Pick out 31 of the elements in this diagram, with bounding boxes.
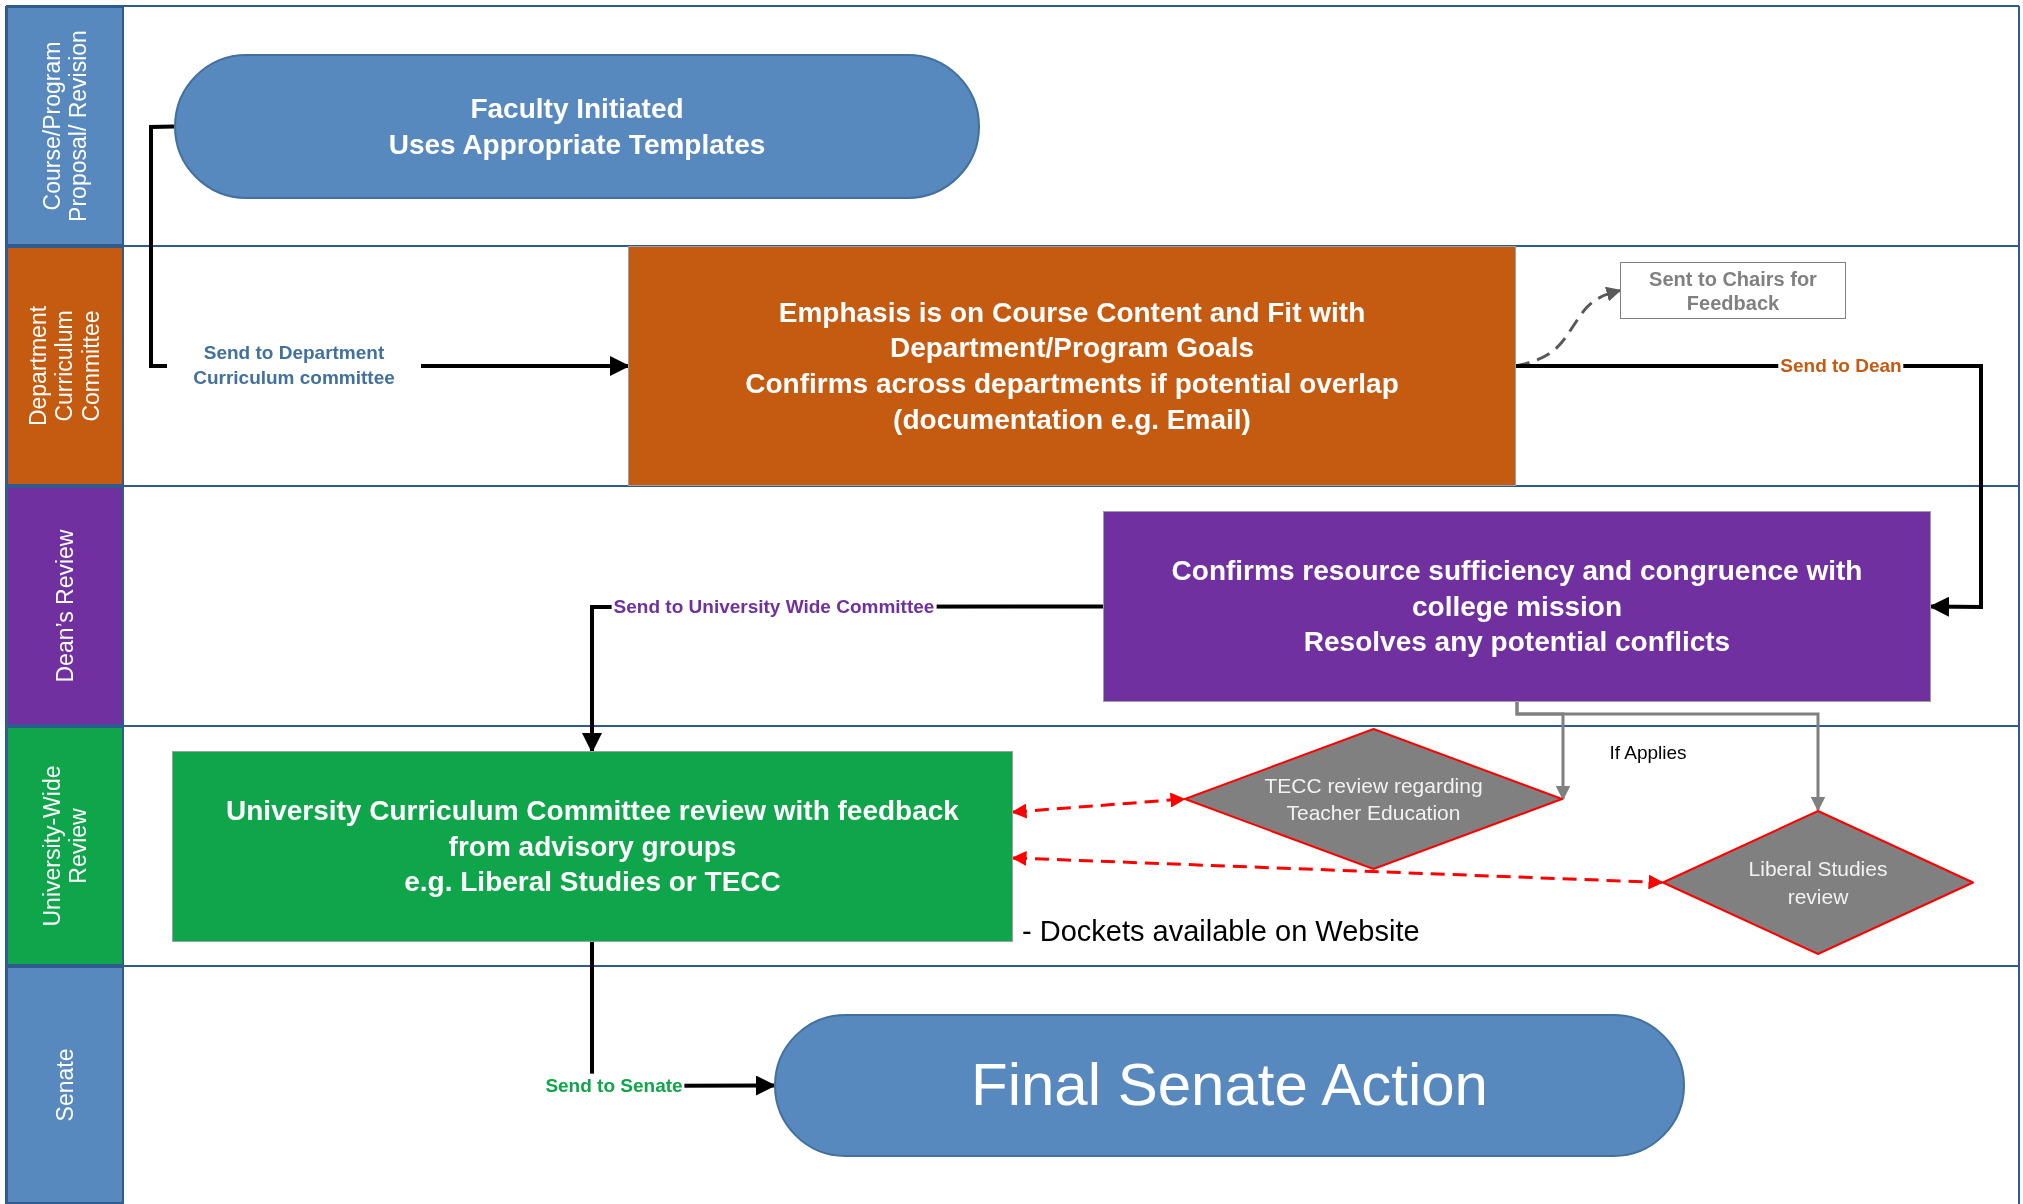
- decision-text: TECC review regarding Teacher Education: [1263, 772, 1484, 826]
- note-text: - Dockets available on Website: [1022, 915, 1420, 948]
- process-text: Confirms resource sufficiency and congruence with college mission: [1170, 554, 1864, 624]
- lane-title: University-Wide Review: [38, 764, 92, 929]
- lane-header: [6, 6, 124, 246]
- process-text: Resolves any potential conflicts: [1303, 625, 1731, 660]
- decision-text: Liberal Studies review: [1747, 856, 1889, 910]
- process-box: [172, 751, 1013, 942]
- lane-header: [6, 966, 124, 1204]
- lane-title: Senate: [51, 1047, 79, 1124]
- lane-title: Course/Program Proposal/ Revision: [38, 29, 92, 224]
- process-box: [628, 246, 1516, 486]
- note-text: Sent to Chairs for Feedback: [1648, 266, 1818, 315]
- arrow: [1011, 851, 1664, 890]
- process-text: Confirms across departments if potential overlap (documentation e.g. Email): [744, 367, 1400, 437]
- process-text: e.g. Liberal Studies or TECC: [404, 865, 781, 900]
- lane-title: Department Curriculum Committee: [25, 304, 105, 429]
- terminator-text: Faculty Initiated: [470, 91, 684, 126]
- decision-diamond: [1184, 728, 1563, 870]
- terminator-text: Final Senate Action: [971, 1050, 1488, 1121]
- arrow: [1515, 702, 1826, 812]
- terminator-text: Uses Appropriate Templates: [388, 127, 766, 162]
- lane-header: [6, 246, 124, 486]
- arrow: [1011, 792, 1186, 819]
- lane-title: Dean’s Review: [51, 528, 79, 685]
- decision-diamond: [1662, 810, 1974, 955]
- lane-header: [6, 726, 124, 966]
- lane-header: [6, 486, 124, 726]
- process-box: [1103, 511, 1931, 702]
- note-box: [1620, 262, 1846, 319]
- process-text: Emphasis is on Course Content and Fit with Department/Program Goals: [777, 295, 1367, 366]
